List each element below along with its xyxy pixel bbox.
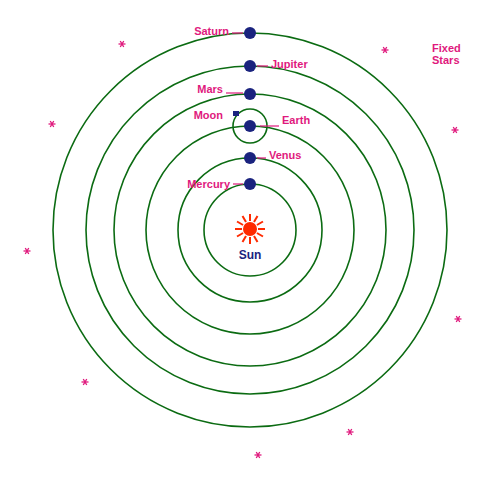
planets — [233, 27, 256, 190]
sun-ray — [257, 233, 263, 237]
star-stroke — [25, 248, 29, 254]
star-stroke — [348, 429, 352, 435]
sun-ray — [254, 216, 258, 222]
star-stroke — [83, 379, 87, 385]
star-stroke — [456, 316, 460, 322]
star-stroke — [383, 47, 387, 53]
star-stroke — [120, 41, 124, 47]
leader-line — [257, 157, 266, 158]
sun-rays — [235, 214, 265, 244]
planet-dot — [244, 60, 256, 72]
sun-ray — [249, 237, 251, 244]
sun-ray — [249, 214, 251, 221]
moon-dot — [233, 111, 239, 116]
star-stroke — [453, 127, 457, 133]
star — [382, 47, 389, 53]
star — [452, 127, 459, 133]
leader-lines — [226, 33, 279, 184]
sun-disc — [243, 222, 257, 236]
star-stroke — [50, 121, 54, 127]
sun-ray — [257, 222, 263, 226]
star-stroke — [25, 248, 29, 254]
orbit — [114, 94, 386, 366]
star-stroke — [83, 379, 87, 385]
star — [49, 121, 56, 127]
star-stroke — [453, 127, 457, 133]
sun-ray — [237, 233, 243, 237]
star — [455, 316, 462, 322]
orbit — [86, 66, 414, 394]
sun-ray — [254, 236, 258, 242]
stars-label: Fixed Stars — [432, 42, 476, 66]
leader-line — [233, 183, 243, 184]
leader-line — [257, 65, 268, 66]
planet-label: Saturn — [194, 25, 229, 37]
leader-line — [232, 32, 243, 33]
star-stroke — [50, 121, 54, 127]
planet-label: Venus — [269, 149, 301, 161]
orbit — [204, 184, 296, 276]
star-stroke — [256, 452, 260, 458]
sun-ray — [258, 228, 265, 230]
orbit — [146, 126, 354, 334]
sun-symbol — [235, 214, 265, 244]
planet-label: Mercury — [187, 178, 230, 190]
sun-ray — [235, 228, 242, 230]
star-stroke — [383, 47, 387, 53]
star — [119, 41, 126, 47]
planet-label: Earth — [282, 114, 310, 126]
planet-label: Mars — [197, 83, 223, 95]
star-stroke — [120, 41, 124, 47]
sun-label: Sun — [239, 249, 262, 261]
leader-line — [226, 92, 243, 93]
orbit — [178, 158, 322, 302]
star — [255, 452, 262, 458]
planet-label: Moon — [194, 109, 223, 121]
star-stroke — [256, 452, 260, 458]
planet-dot — [244, 88, 256, 100]
leader-line — [260, 125, 279, 126]
orbits — [53, 33, 447, 427]
orbit — [53, 33, 447, 427]
planet-dot — [244, 27, 256, 39]
star-stroke — [456, 316, 460, 322]
sun-ray — [237, 222, 243, 226]
star — [347, 429, 354, 435]
planet-label: Jupiter — [271, 58, 308, 70]
star — [24, 248, 31, 254]
planet-dot — [244, 152, 256, 164]
star — [82, 379, 89, 385]
star-stroke — [348, 429, 352, 435]
sun-ray — [243, 236, 247, 242]
fixed-stars — [24, 41, 462, 458]
sun-ray — [243, 216, 247, 222]
planet-dot — [244, 120, 256, 132]
planet-dot — [244, 178, 256, 190]
